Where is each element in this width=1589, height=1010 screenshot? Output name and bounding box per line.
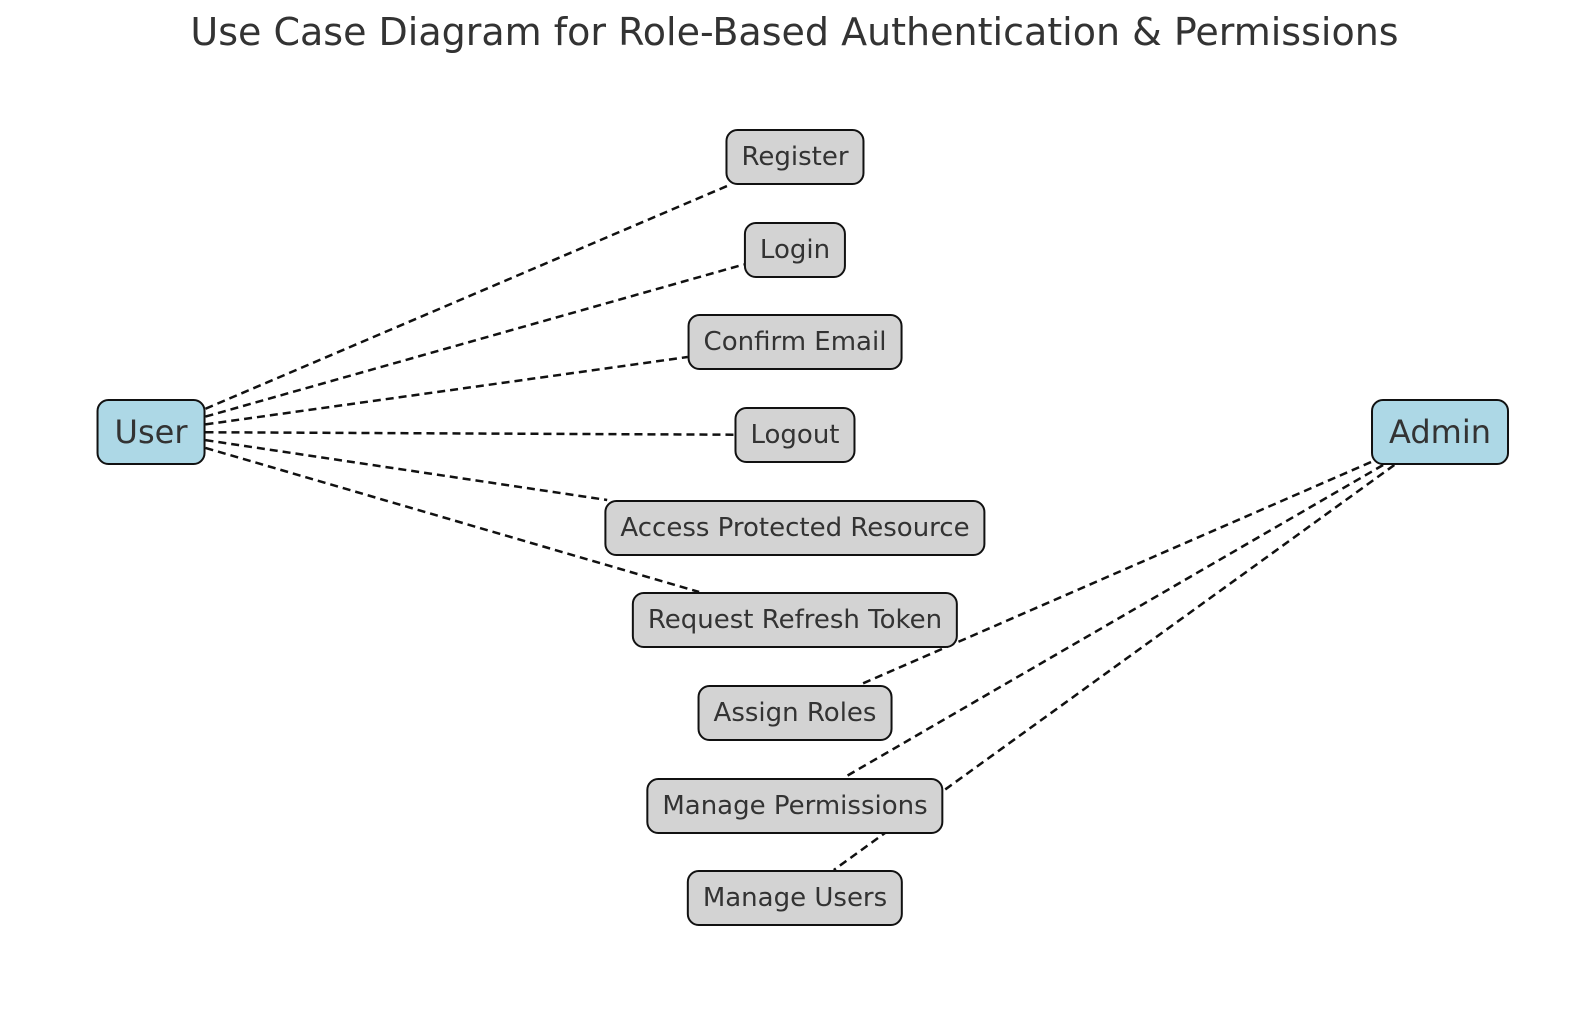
usecase-manage-permissions[interactable]: Manage Permissions <box>646 778 944 834</box>
usecase-logout[interactable]: Logout <box>734 407 856 463</box>
usecase-login[interactable]: Login <box>743 222 847 278</box>
usecase-assign-roles[interactable]: Assign Roles <box>697 685 893 741</box>
association-user-register <box>204 183 730 410</box>
actor-user[interactable]: User <box>96 399 206 465</box>
association-user-confirm_email <box>205 355 688 426</box>
actor-admin[interactable]: Admin <box>1371 399 1509 465</box>
usecase-confirm-email[interactable]: Confirm Email <box>687 314 903 370</box>
usecase-request-refresh-token[interactable]: Request Refresh Token <box>631 592 959 648</box>
association-user-logout <box>205 431 735 436</box>
diagram-title: Use Case Diagram for Role-Based Authenti… <box>190 10 1399 54</box>
usecase-access-protected-resource[interactable]: Access Protected Resource <box>604 500 986 556</box>
usecase-register[interactable]: Register <box>725 129 865 185</box>
association-user-refresh_token <box>205 446 700 594</box>
association-admin-assign_roles <box>858 460 1372 687</box>
association-user-login <box>205 263 745 418</box>
association-user-access_protected <box>205 438 608 502</box>
usecase-manage-users[interactable]: Manage Users <box>686 870 904 926</box>
